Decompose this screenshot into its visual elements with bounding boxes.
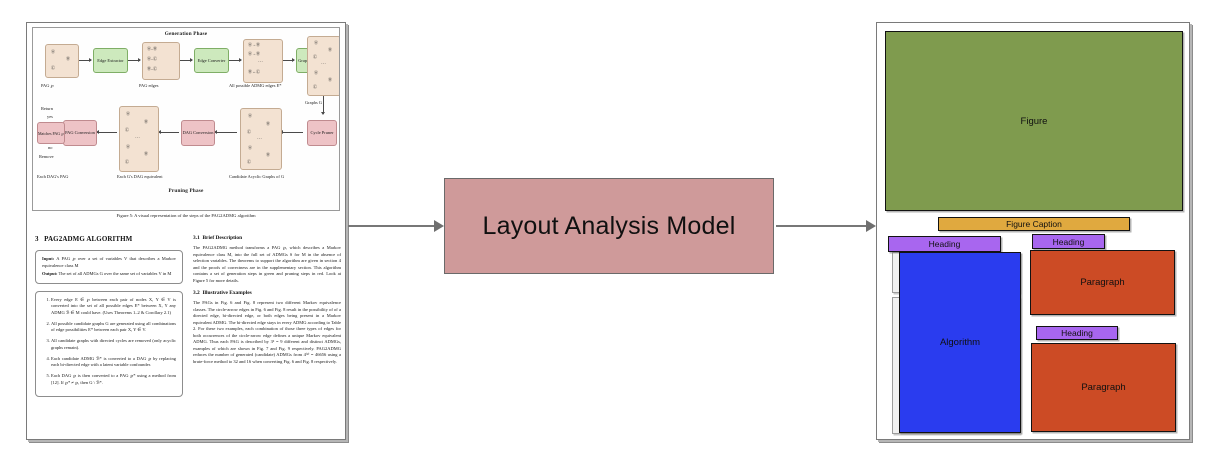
figure-arrow-4 [229,58,242,62]
arrow-model-to-output [776,220,876,232]
figure-arrow-3 [180,58,193,62]
layout-region-label: Heading [928,239,961,249]
figure-caption-each-dag-pag: Each DAG's PAG [37,174,69,179]
layout-region-label: Paragraph [1081,382,1126,393]
figure-node-pag-edges: Ⓐ–Ⓑ Ⓐ–Ⓒ Ⓑ–Ⓒ [142,42,180,80]
figure-process-dag-conversion: DAG Conversion [181,120,215,146]
subsection-title: Brief Description [202,235,243,241]
input-document-page[interactable]: Generation Phase Ⓐ Ⓑ Ⓒ Edge Extractor Ⓐ–… [26,22,346,440]
figure-arrow-1 [79,58,92,62]
layout-region-label: Paragraph [1080,277,1125,288]
document-column-right: 3.1 Brief Description The PAG2ADMG metho… [193,235,341,371]
section-title: PAG2ADMG ALGORITHM [44,235,133,243]
layout-region-label: Algorithm [939,337,981,348]
section-heading: 3 PAG2ADMG ALGORITHM [35,235,183,243]
layout-analysis-model-box[interactable]: Layout Analysis Model [444,178,774,274]
algorithm-io-box: Input: A PAG ℘ over a set of variables V… [35,250,183,284]
arrow-document-to-model [348,220,444,232]
figure-caption-text: Figure 5: A visual representation of the… [116,213,256,218]
figure-arrow-2 [128,58,141,62]
arrow-head-icon [434,220,444,232]
figure-arrow-9 [158,130,179,134]
figure-caption-pag: PAG ℘ [41,83,54,88]
figure-label-remove: Remove [39,154,54,159]
algorithm-step: All possible candidate graphs G are gene… [51,321,176,334]
subsection-heading-brief-description: 3.1 Brief Description [193,235,341,241]
layout-region-figure-caption[interactable]: Figure Caption [938,217,1130,231]
figure-arrow-7 [280,130,303,134]
layout-region-algorithm[interactable]: Algorithm [899,252,1021,433]
layout-region-heading-right-2[interactable]: Heading [1036,326,1118,340]
layout-region-heading-left[interactable]: Heading [888,236,1001,252]
algorithm-step: All candidate graphs with directed cycle… [51,338,176,351]
layout-region-label: Figure Caption [1006,219,1062,229]
figure-arrow-10 [96,130,117,134]
figure-label-no: no [48,145,53,150]
figure-arrow-8 [214,130,237,134]
input-label: Input: [42,256,55,261]
subsection-title: Illustrative Examples [202,290,252,297]
figure-node-graphs-g: Ⓐ Ⓑ Ⓒ ⋯ Ⓐ Ⓑ Ⓒ [307,36,339,96]
layout-region-label: Heading [1061,328,1093,338]
figure-node-all-admg-edges: Ⓐ→Ⓑ Ⓐ→Ⓑ ⋯ Ⓑ↔Ⓒ [243,39,283,83]
figure-node-dag-equivalent: Ⓐ Ⓑ Ⓒ ⋯ Ⓐ Ⓑ Ⓒ [119,106,159,172]
output-label: Output: [42,271,58,277]
figure-caption-pag-edges: PAG edges [139,83,159,88]
algorithm-step: Each DAG ℘ is then converted to a PAG ℘*… [51,373,176,386]
layout-region-label: Heading [1052,236,1085,247]
figure-generation-phase-label: Generation Phase [164,31,208,37]
document-figure: Generation Phase Ⓐ Ⓑ Ⓒ Edge Extractor Ⓐ–… [32,27,340,211]
figure-node-pag: Ⓐ Ⓑ Ⓒ [45,44,79,78]
algorithm-steps-box: Every edge E ∈ ℘ between each pair of no… [35,290,183,397]
figure-process-edge-converter: Edge Converter [194,48,229,73]
figure-label-yes: yes [47,114,53,119]
document-column-left: 3 PAG2ADMG ALGORITHM Input: A PAG ℘ over… [35,235,183,404]
subsection-heading-illustrative-examples: 3.2 Illustrative Examples [193,290,341,296]
layout-region-paragraph-top[interactable]: Paragraph [1030,250,1175,315]
layout-analysis-output-page[interactable]: Figure Figure Caption Heading Heading Pa… [876,22,1190,440]
input-text: A PAG ℘ over a set of variables V that d… [42,256,176,268]
figure-caption-graphs-g: Graphs G [305,100,322,105]
figure-arrow-5 [283,58,295,62]
model-label: Layout Analysis Model [482,211,736,240]
figure-label-return: Return [41,106,53,111]
figure-caption-candidate-acyclic: Candidate Acyclic Graphs of G [229,174,285,179]
figure-process-pag-conversion: PAG Conversion [63,120,97,146]
figure-process-matches-pag: Matches PAG ℘ [37,122,65,144]
figure-node-candidate-graphs: Ⓐ Ⓑ Ⓒ ⋯ Ⓐ Ⓑ Ⓒ [240,108,282,170]
figure-caption-dag-equivalent: Each G's DAG equivalent [117,174,163,179]
algorithm-step: Each candidate ADMG ℬ* is converted to a… [51,356,176,369]
figure-process-edge-extractor: Edge Extractor [93,48,128,73]
arrow-head-icon [866,220,876,232]
figure-pruning-phase-label: Pruning Phase [168,188,204,194]
subsection-number: 3.2 [193,290,200,297]
section-number: 3 [35,235,39,243]
layout-region-label: Figure [1020,115,1048,127]
subsection-body: The PAGs in Fig. 6 and Fig. 8 represent … [193,300,341,364]
output-text: The set of all ADMGs G over the same set… [57,271,172,277]
layout-region-figure[interactable]: Figure [885,31,1183,211]
layout-region-heading-right-1[interactable]: Heading [1032,234,1105,249]
figure-arrow-down [321,96,325,115]
figure-caption-admg-edges: All possible ADMG edges E* [229,83,282,88]
algorithm-step: Every edge E ∈ ℘ between each pair of no… [51,297,176,317]
subsection-body: The PAG2ADMG method transforms a PAG ℘, … [193,245,341,283]
figure-process-cycle-pruner: Cycle Pruner [307,120,337,146]
subsection-number: 3.1 [193,235,200,241]
layout-region-paragraph-bottom[interactable]: Paragraph [1031,343,1176,432]
